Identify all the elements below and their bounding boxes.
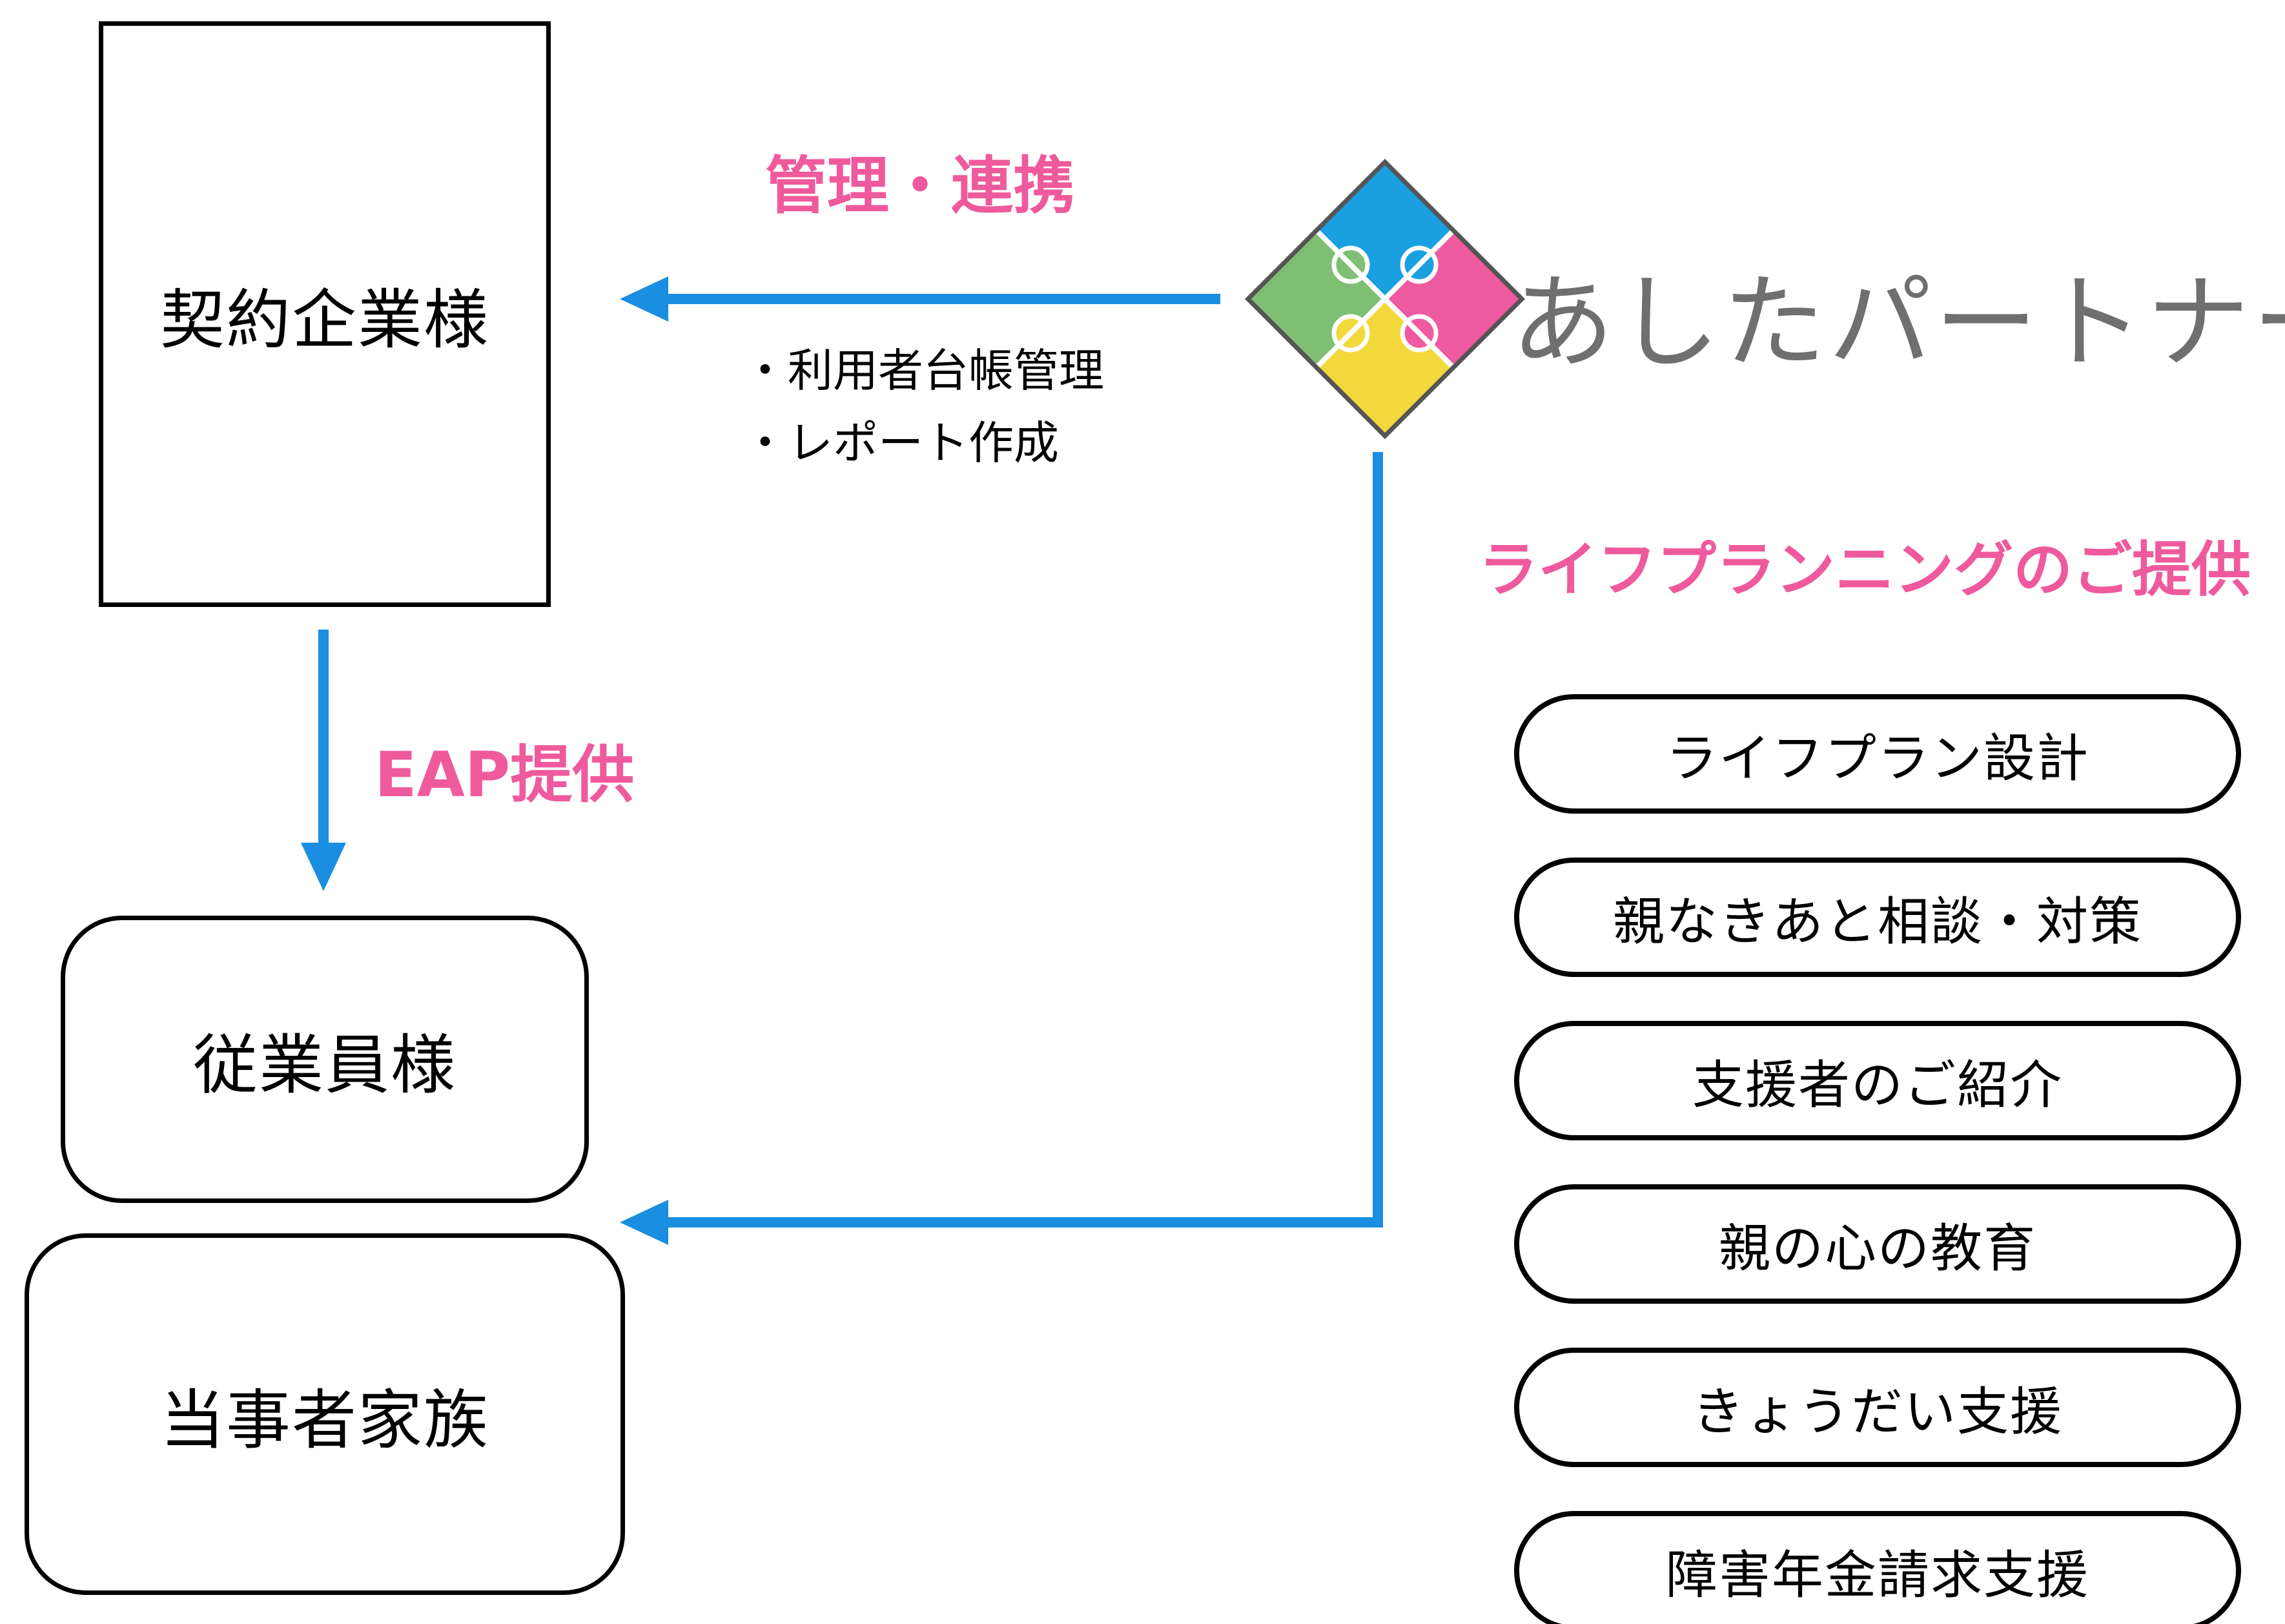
eap-arrow-head	[301, 843, 346, 891]
life-planning-arrow-head	[620, 1200, 668, 1245]
service-item: 親の心の教育	[1514, 1184, 2241, 1304]
service-item: ライフプラン設計	[1514, 694, 2241, 814]
life-planning-title: ライフプランニングのご提供	[1479, 535, 2251, 604]
employee-label: 従業員様	[193, 1027, 456, 1103]
service-item: 支援者のご紹介	[1514, 1021, 2241, 1140]
service-item: 親なきあと相談・対策	[1514, 858, 2241, 977]
company-box: 契約企業様	[99, 21, 551, 607]
management-note-item: ・利用者台帳管理	[743, 344, 1104, 397]
management-title: 管理・連携	[765, 150, 1075, 222]
puzzle-logo-icon	[1244, 158, 1526, 440]
employee-box: 従業員様	[61, 916, 589, 1203]
management-arrow-head	[620, 276, 668, 322]
life-planning-connector	[659, 452, 1383, 1228]
eap-title: EAP提供	[374, 739, 635, 811]
management-note-item: ・レポート作成	[743, 416, 1059, 469]
service-item: きょうだい支援	[1514, 1348, 2241, 1467]
family-box: 当事者家族	[25, 1233, 625, 1595]
family-label: 当事者家族	[160, 1382, 489, 1458]
service-item: 障害年金請求支援	[1514, 1511, 2241, 1624]
logo-wordmark: あしたパートナーズ	[1511, 262, 2285, 383]
management-notes: ・利用者台帳管理 ・レポート作成	[743, 334, 1104, 479]
company-label: 契約企業様	[160, 282, 489, 358]
